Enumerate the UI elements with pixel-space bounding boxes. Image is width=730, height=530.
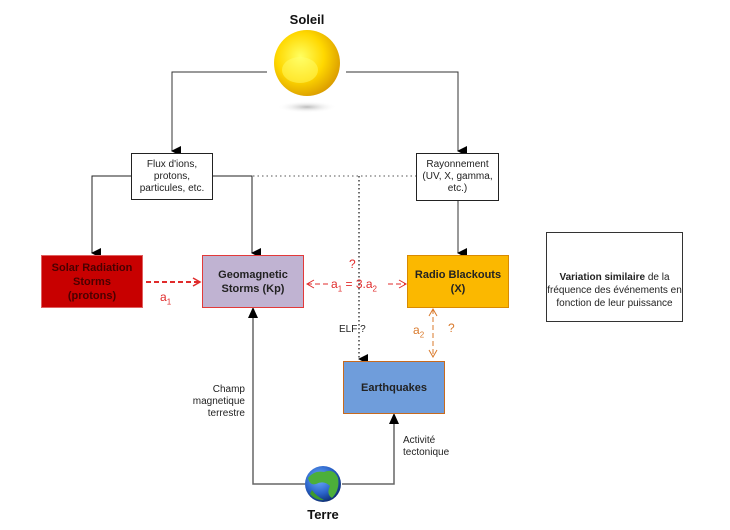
geomagnetic-storms-box[interactable]: Geomagnetic Storms (Kp) (202, 255, 304, 308)
earthquakes-box[interactable]: Earthquakes (343, 361, 445, 414)
edge-soleil-rayonnement (346, 71, 467, 156)
flux-line-2: protons, (153, 170, 191, 182)
edge-flux-geomagnetic (213, 175, 261, 258)
edge-terre-geo (252, 313, 305, 485)
radio-blackouts-box[interactable]: Radio Blackouts (X) (407, 255, 509, 308)
solar-radiation-storms-box[interactable]: Solar Radiation Storms (protons) (41, 255, 143, 308)
legend-line-3: fonction de leur puissance (556, 297, 673, 309)
edge-flux-solar (91, 175, 131, 258)
solar-line-3: (protons) (67, 289, 117, 302)
a2-label: a2 (413, 323, 425, 340)
legend-box: Variation similaire de la fréquence des … (546, 232, 683, 322)
champ-label: Champ magnetique terrestre (192, 384, 245, 419)
radio-line-2: (X) (450, 282, 466, 295)
soleil-label: Soleil (289, 12, 325, 27)
geo-line-2: Storms (Kp) (221, 282, 285, 295)
relation-label: a1 = 3.a2 (331, 277, 377, 294)
rayonnement-line-1: Rayonnement (426, 159, 489, 170)
flux-line-1: Flux d'ions, (146, 158, 198, 170)
rayonnement-line-2: (UV, X, gamma, (422, 171, 493, 182)
sun-icon (274, 30, 340, 96)
question-top: ? (349, 257, 356, 271)
legend-line-2: fréquence des événements en (547, 284, 682, 296)
a1-label: a1 (160, 290, 172, 307)
edge-terre-earthquakes (342, 420, 395, 485)
legend-line-1: de la (645, 271, 670, 283)
flux-box[interactable]: Flux d'ions, protons, particules, etc. (131, 153, 213, 200)
flux-line-3: particules, etc. (139, 182, 205, 194)
question-right: ? (448, 321, 455, 335)
rayonnement-box[interactable]: Rayonnement (UV, X, gamma, etc.) (416, 153, 499, 201)
legend-bold: Variation similaire (559, 271, 646, 283)
activite-label: Activité tectonique (403, 435, 450, 458)
geo-line-1: Geomagnetic (218, 268, 288, 281)
sun-shadow (277, 101, 337, 113)
radio-line-1: Radio Blackouts (414, 268, 502, 281)
rayonnement-line-3: etc.) (447, 183, 468, 194)
earthquakes-label: Earthquakes (360, 381, 428, 394)
terre-label: Terre (307, 507, 339, 522)
edge-soleil-flux (171, 71, 267, 156)
solar-line-2: Storms (73, 275, 111, 288)
solar-line-1: Solar Radiation (51, 261, 133, 274)
elf-label: ELF ? (339, 324, 366, 335)
